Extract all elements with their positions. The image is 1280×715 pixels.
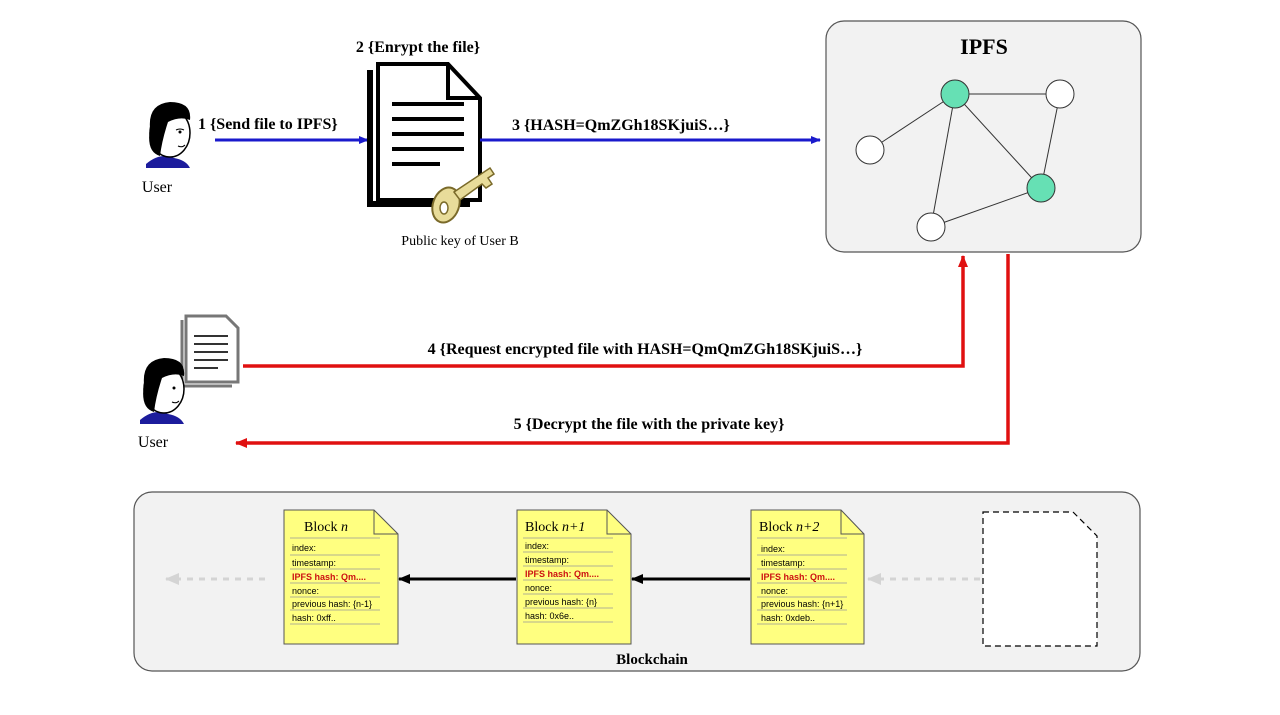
block-name: Block n+1	[525, 520, 585, 535]
user-top-avatar	[146, 102, 191, 168]
ipfs-node	[940, 79, 970, 109]
block-hash: hash: 0xff..	[292, 613, 336, 623]
ipfs-network	[855, 79, 1075, 242]
block-index: index:	[292, 543, 316, 553]
block-nonce: nonce:	[292, 586, 319, 596]
block-ipfs-hash: IPFS hash: Qm....	[761, 572, 835, 582]
block-prev-hash: previous hash: {n-1}	[292, 599, 372, 609]
step-2-label: 2 {Enrypt the file}	[356, 39, 480, 56]
empty-block-placeholder	[982, 511, 1098, 647]
small-document-icon	[180, 314, 240, 388]
step-5-label: 5 {Decrypt the file with the private key…	[514, 416, 785, 433]
block-prev-hash: previous hash: {n+1}	[761, 599, 843, 609]
block-ipfs-hash: IPFS hash: Qm....	[525, 569, 599, 579]
block-timestamp: timestamp:	[292, 558, 336, 568]
ipfs-node	[855, 135, 885, 165]
step-1-label: 1 {Send file to IPFS}	[198, 116, 338, 133]
ipfs-node	[1045, 79, 1075, 109]
user-bottom-avatar	[140, 358, 185, 424]
step-3-label: 3 {HASH=QmZGh18SKjuiS…}	[512, 117, 730, 134]
block-ipfs-hash: IPFS hash: Qm....	[292, 572, 366, 582]
blockchain-title: Blockchain	[616, 652, 688, 668]
block-index: index:	[761, 544, 785, 554]
block-index: index:	[525, 541, 549, 551]
block-timestamp: timestamp:	[525, 555, 569, 565]
block-card: Block n+2 index: timestamp: IPFS hash: Q…	[750, 509, 865, 645]
step-4-label: 4 {Request encrypted file with HASH=QmQm…	[428, 341, 863, 358]
arrow-step-4	[243, 255, 968, 368]
block-card: Block n index: timestamp: IPFS hash: Qm.…	[283, 509, 399, 645]
arrow-step-5	[235, 254, 1010, 448]
document-icon	[367, 62, 482, 207]
block-nonce: nonce:	[761, 586, 788, 596]
ipfs-title: IPFS	[960, 34, 1008, 59]
public-key-label: Public key of User B	[401, 234, 518, 249]
ipfs-node	[1026, 173, 1056, 203]
block-timestamp: timestamp:	[761, 558, 805, 568]
ipfs-node	[916, 212, 946, 242]
key-icon	[431, 166, 496, 224]
ipfs-panel	[825, 20, 1142, 253]
user-bottom-label: User	[138, 434, 169, 451]
user-top-label: User	[142, 179, 173, 196]
block-hash: hash: 0xdeb..	[761, 613, 815, 623]
block-name: Block n	[304, 520, 348, 535]
block-prev-hash: previous hash: {n}	[525, 597, 597, 607]
block-card: Block n+1 index: timestamp: IPFS hash: Q…	[516, 509, 632, 645]
block-nonce: nonce:	[525, 583, 552, 593]
block-hash: hash: 0x6e..	[525, 611, 574, 621]
block-name: Block n+2	[759, 520, 819, 535]
